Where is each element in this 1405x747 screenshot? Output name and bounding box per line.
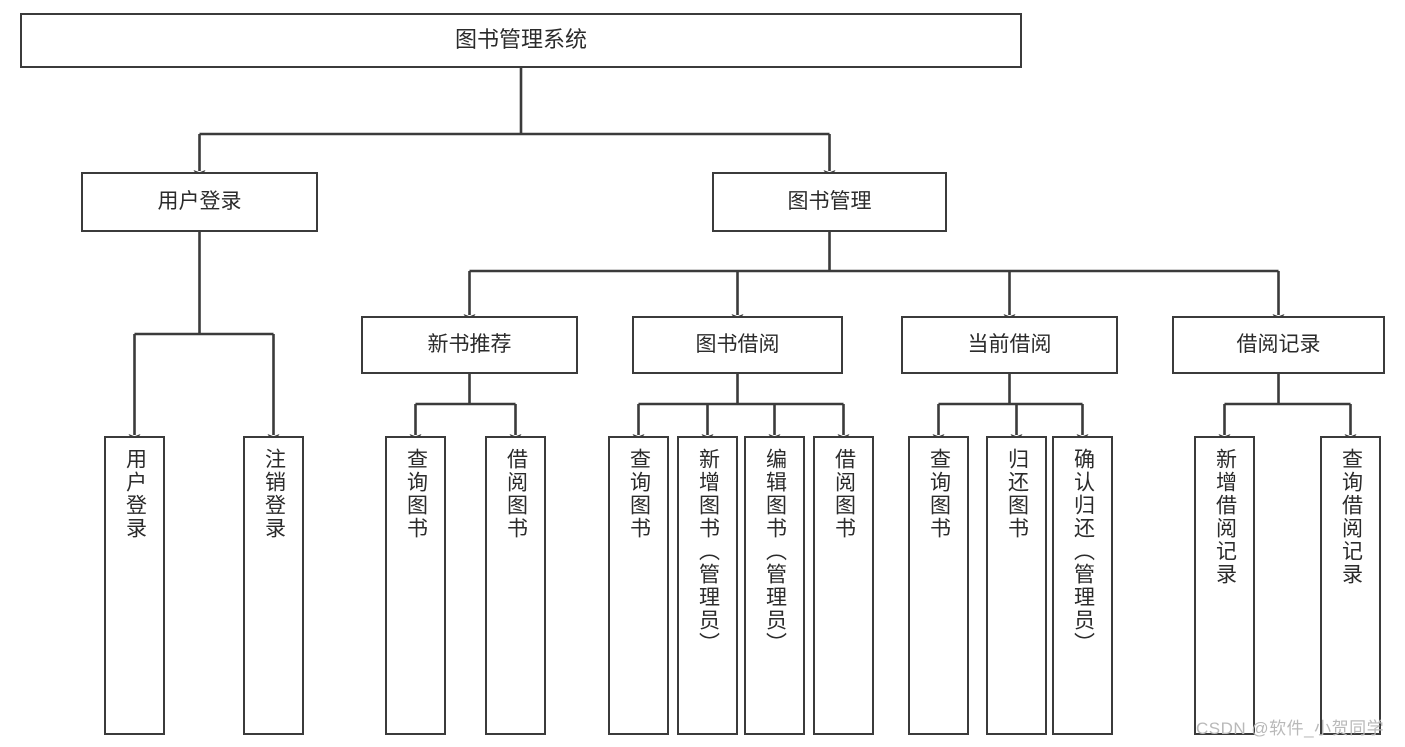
node-current[interactable]: 当前借阅 bbox=[901, 316, 1118, 374]
node-label: 当前借阅 bbox=[967, 333, 1052, 357]
node-newbook[interactable]: 新书推荐 bbox=[361, 316, 578, 374]
node-label: 用户登录 bbox=[157, 190, 242, 214]
node-l-nb-borrow[interactable]: 借阅图书 bbox=[485, 436, 546, 735]
node-l-bk-edit[interactable]: 编辑图书（管理员） bbox=[744, 436, 805, 735]
node-label: 借阅图书 bbox=[832, 448, 856, 540]
node-login[interactable]: 用户登录 bbox=[81, 172, 318, 232]
node-l-bk-query[interactable]: 查询图书 bbox=[608, 436, 669, 735]
node-l-nb-query[interactable]: 查询图书 bbox=[385, 436, 446, 735]
node-bookmgmt[interactable]: 图书管理 bbox=[712, 172, 947, 232]
node-l-logout[interactable]: 注销登录 bbox=[243, 436, 304, 735]
node-l-cb-return[interactable]: 归还图书 bbox=[986, 436, 1047, 735]
node-label: 借阅记录 bbox=[1236, 333, 1321, 357]
node-l-userlogin[interactable]: 用户登录 bbox=[104, 436, 165, 735]
node-label: 查询图书 bbox=[404, 448, 428, 540]
node-records[interactable]: 借阅记录 bbox=[1172, 316, 1385, 374]
node-label: 借阅图书 bbox=[504, 448, 528, 540]
node-label: 归还图书 bbox=[1005, 448, 1029, 540]
node-label: 图书管理 bbox=[787, 190, 872, 214]
node-label: 确认归还（管理员） bbox=[1071, 448, 1095, 655]
node-label: 图书借阅 bbox=[695, 333, 780, 357]
node-l-cb-query[interactable]: 查询图书 bbox=[908, 436, 969, 735]
node-borrow[interactable]: 图书借阅 bbox=[632, 316, 843, 374]
node-l-bk-lend[interactable]: 借阅图书 bbox=[813, 436, 874, 735]
node-l-cb-confirm[interactable]: 确认归还（管理员） bbox=[1052, 436, 1113, 735]
node-label: 注销登录 bbox=[262, 448, 286, 540]
node-label: 新增图书（管理员） bbox=[696, 448, 720, 655]
node-label: 新增借阅记录 bbox=[1213, 448, 1237, 586]
node-label: 新书推荐 bbox=[427, 333, 512, 357]
node-label: 查询图书 bbox=[927, 448, 951, 540]
node-label: 图书管理系统 bbox=[454, 27, 587, 53]
node-l-rc-add[interactable]: 新增借阅记录 bbox=[1194, 436, 1255, 735]
node-label: 用户登录 bbox=[123, 448, 147, 540]
node-root[interactable]: 图书管理系统 bbox=[20, 13, 1022, 68]
node-label: 编辑图书（管理员） bbox=[763, 448, 787, 655]
node-l-bk-add[interactable]: 新增图书（管理员） bbox=[677, 436, 738, 735]
node-l-rc-query[interactable]: 查询借阅记录 bbox=[1320, 436, 1381, 735]
node-label: 查询图书 bbox=[627, 448, 651, 540]
edge-layer bbox=[128, 68, 1357, 444]
node-label: 查询借阅记录 bbox=[1339, 448, 1363, 586]
